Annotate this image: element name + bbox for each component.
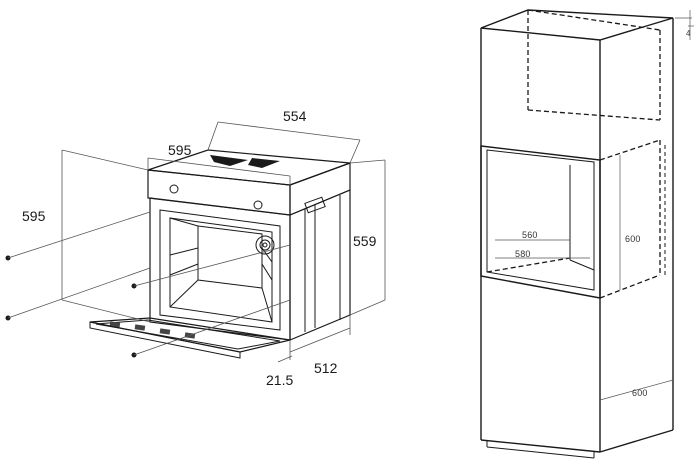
- dim-niche-height: 600: [625, 234, 641, 244]
- dim-oven-width-top: 554: [283, 108, 307, 124]
- dim-niche-inner-width: 560: [522, 230, 538, 240]
- oven-dimension-lines: [61, 121, 386, 363]
- dim-oven-depth: 512: [314, 360, 338, 376]
- dim-cabinet-top-gap: 4: [686, 29, 691, 38]
- cabinet-dimension-lines: [495, 10, 694, 401]
- dim-cabinet-depth: 600: [632, 388, 648, 398]
- dim-oven-door-offset: 21.5: [266, 372, 294, 388]
- fan-icon: [255, 235, 275, 255]
- cabinet-drawing: [480, 9, 674, 459]
- knob-left-icon: [169, 184, 179, 194]
- dim-niche-outer-width: 580: [515, 249, 531, 259]
- dim-oven-width-front: 595: [168, 142, 192, 158]
- knob-right-icon: [253, 200, 263, 210]
- dim-oven-height-left: 595: [22, 208, 46, 224]
- dim-oven-height-right: 559: [353, 233, 377, 249]
- oven-drawing: [5, 149, 351, 359]
